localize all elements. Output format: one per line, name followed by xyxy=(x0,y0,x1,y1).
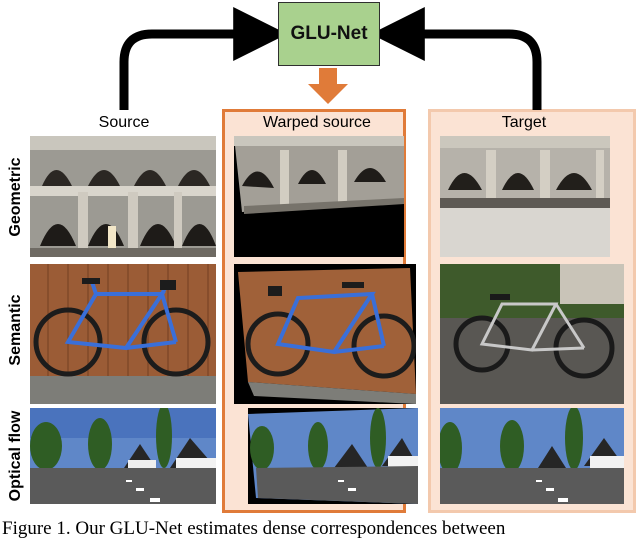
target-optical-flow-image xyxy=(440,408,624,504)
model-to-warped-arrow xyxy=(308,68,348,104)
figure-caption: Figure 1. Our GLU-Net estimates dense co… xyxy=(2,518,506,539)
row-label-geometric: Geometric xyxy=(7,157,24,237)
row-label-semantic: Semantic xyxy=(7,294,24,366)
source-semantic-image xyxy=(30,264,216,404)
source-geometric-image xyxy=(30,136,216,257)
target-semantic-image xyxy=(440,264,624,404)
target-geometric-image xyxy=(440,136,610,257)
column-header-warped-source: Warped source xyxy=(263,114,371,131)
column-header-source: Source xyxy=(98,114,150,131)
warped-semantic-image xyxy=(234,264,416,404)
warped-optical-flow-image xyxy=(248,408,418,504)
model-name: GLU-Net xyxy=(290,23,368,44)
warped-geometric-image xyxy=(234,136,404,257)
row-label-optical-flow: Optical flow xyxy=(7,410,24,502)
source-optical-flow-image xyxy=(30,408,216,504)
source-to-model-arrow xyxy=(119,7,288,110)
column-header-target: Target xyxy=(501,114,547,131)
glu-net-box: GLU-Net xyxy=(278,2,380,66)
target-to-model-arrow xyxy=(370,7,542,110)
